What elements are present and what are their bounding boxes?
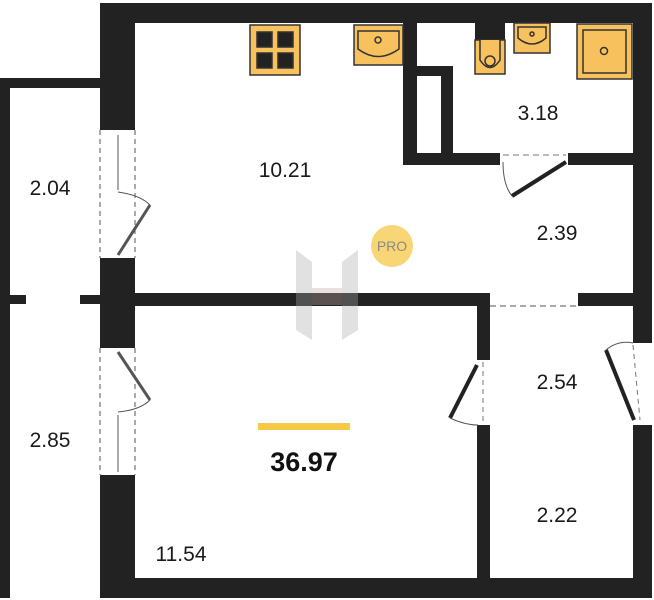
total-area-accent-bar: [258, 423, 350, 430]
bathroom-sink-icon: [513, 22, 551, 54]
room-area-balcony-upper: 2.04: [30, 177, 71, 200]
room-area-kitchen-living: 10.21: [259, 159, 312, 182]
stove-icon: [249, 24, 301, 76]
room-area-balcony-lower: 2.85: [30, 429, 71, 452]
room-area-storage: 2.22: [537, 504, 578, 527]
room-labels: 10.21 3.18 2.39 2.04 2.85 2.54 2.22 11.5…: [30, 102, 578, 566]
room-area-hallway: 2.39: [537, 222, 578, 245]
room-area-corridor: 2.54: [537, 371, 578, 394]
room-area-bathroom: 3.18: [518, 102, 559, 125]
toilet-icon: [474, 22, 506, 75]
total-area: 36.97: [258, 423, 350, 477]
room-area-bedroom: 11.54: [156, 543, 207, 566]
pro-badge-text: PRO: [377, 238, 407, 254]
windows: [99, 130, 578, 475]
shower-tray-icon: [576, 23, 633, 80]
kitchen-sink-icon: [353, 24, 404, 66]
pro-badge: PRO: [371, 225, 413, 267]
logo-watermark: [296, 250, 358, 340]
fixtures: [249, 22, 633, 80]
total-area-value: 36.97: [270, 447, 338, 477]
walls: [0, 3, 652, 598]
doors: [448, 154, 641, 426]
